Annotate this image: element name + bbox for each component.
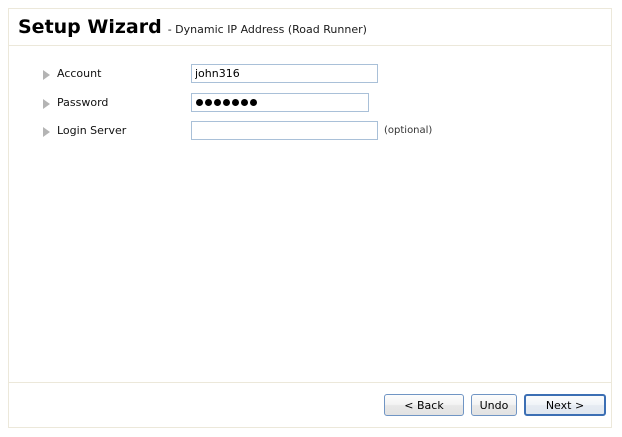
page-title: Setup Wizard: [18, 16, 162, 38]
wizard-footer: < Back Undo Next >: [9, 382, 611, 427]
form-row-password: Password: [9, 93, 611, 121]
triangle-right-icon: [43, 70, 50, 80]
next-button[interactable]: Next >: [524, 394, 606, 416]
password-input[interactable]: [191, 93, 369, 112]
form-row-login-server: Login Server (optional): [9, 121, 611, 149]
form-row-account: Account: [9, 64, 611, 93]
triangle-right-icon: [43, 99, 50, 109]
account-input[interactable]: [191, 64, 378, 83]
page-subtitle: - Dynamic IP Address (Road Runner): [167, 23, 367, 36]
label-password: Password: [57, 96, 109, 109]
form-rows: Account Password Login Server: [9, 64, 611, 149]
password-dot: [232, 99, 239, 106]
login-server-optional-note: (optional): [384, 125, 433, 136]
password-dot: [205, 99, 212, 106]
password-dot: [250, 99, 257, 106]
triangle-right-icon: [43, 127, 50, 137]
password-dot: [214, 99, 221, 106]
back-button[interactable]: < Back: [384, 394, 464, 416]
label-login-server: Login Server: [57, 124, 127, 137]
wizard-header: Setup Wizard - Dynamic IP Address (Road …: [9, 9, 611, 46]
undo-button[interactable]: Undo: [471, 394, 517, 416]
label-account: Account: [57, 67, 102, 80]
password-dot: [223, 99, 230, 106]
setup-wizard-panel: Setup Wizard - Dynamic IP Address (Road …: [8, 8, 612, 428]
password-dot: [196, 99, 203, 106]
wizard-body: Account Password Login Server: [9, 47, 611, 382]
login-server-input[interactable]: [191, 121, 378, 140]
password-dot: [241, 99, 248, 106]
